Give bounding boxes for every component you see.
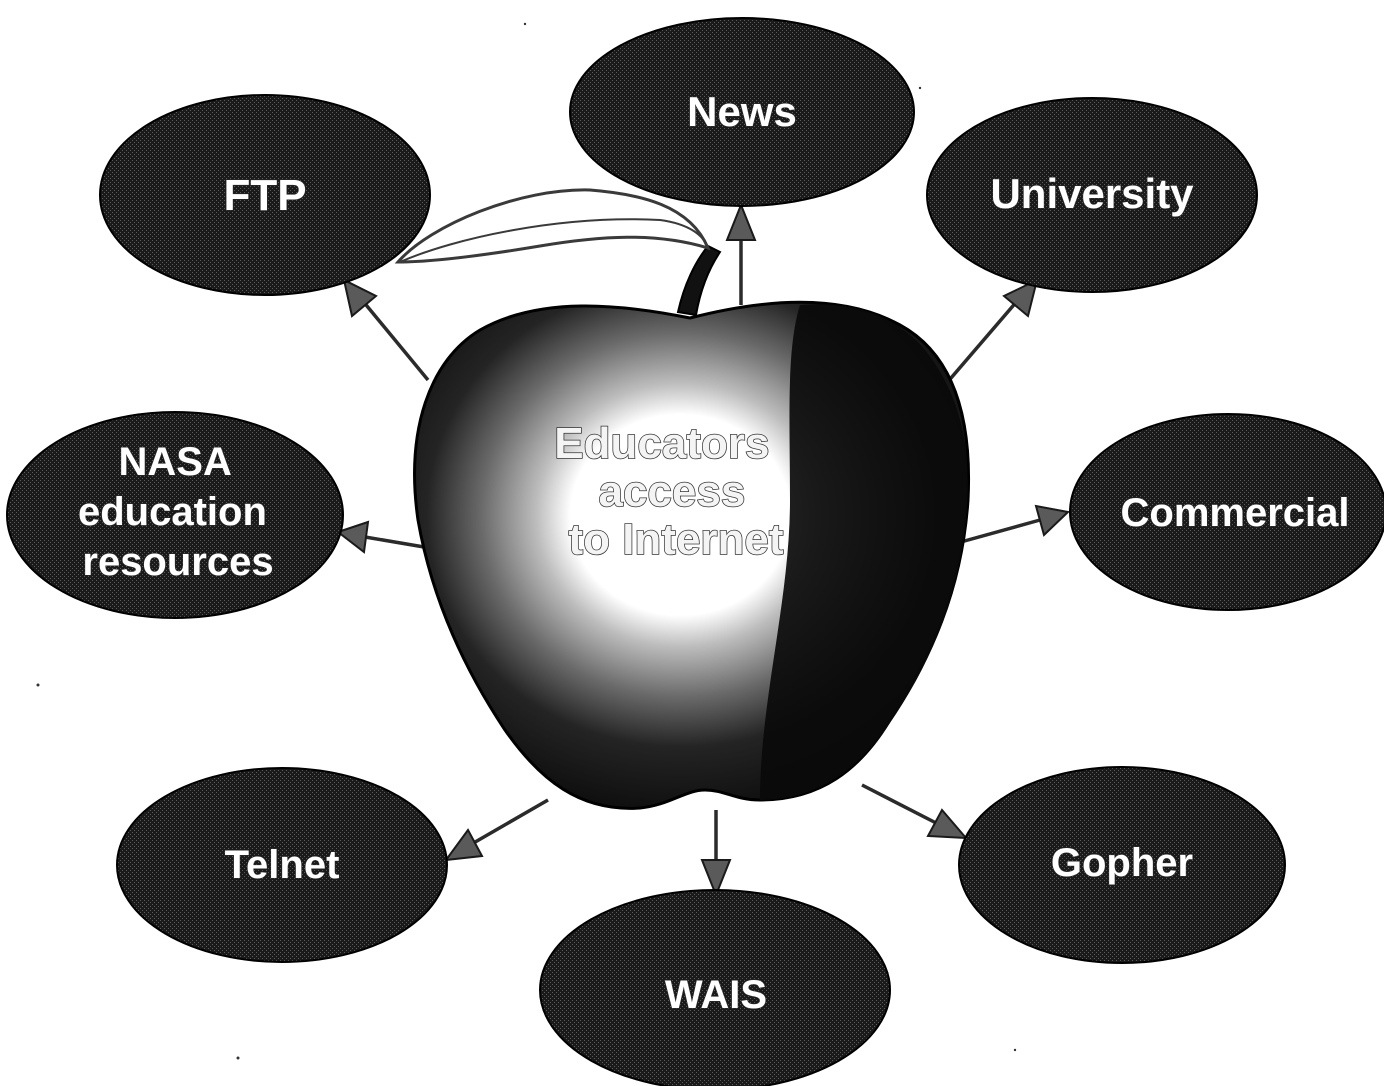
node-commercial: Commercial [1069, 413, 1384, 611]
center-label-line-3: to Internet [568, 515, 783, 564]
arrow-head-ftp [342, 278, 378, 318]
arrow-ftp [360, 298, 430, 382]
arrow-head-wais [700, 859, 732, 898]
node-telnet-label: Telnet [225, 843, 340, 887]
node-nasa-label-line-3: resources [82, 540, 273, 584]
node-telnet-ellipse [116, 767, 448, 963]
node-university: University [926, 97, 1258, 293]
arrow-head-university [1002, 278, 1039, 318]
node-ftp-ellipse [99, 94, 431, 296]
destination-nodes: News FTP University NASA education resou… [6, 17, 1384, 1086]
node-telnet: Telnet [116, 767, 448, 963]
apple-stem [676, 244, 722, 317]
node-university-label: University [990, 170, 1194, 217]
node-gopher-ellipse [958, 766, 1286, 964]
svg-text:WAIS: WAIS [665, 973, 767, 1017]
arrow-nasa [364, 535, 431, 550]
arrow-university [943, 298, 1020, 387]
svg-text:FTP: FTP [223, 171, 306, 220]
svg-text:NASA education: NASA education resources [78, 440, 278, 584]
node-university-ellipse [926, 97, 1258, 293]
node-gopher: Gopher [958, 766, 1286, 964]
node-news-ellipse [569, 17, 915, 207]
svg-text:News: News [687, 88, 797, 135]
node-wais-ellipse [539, 889, 891, 1086]
svg-text:Gopher: Gopher [1051, 841, 1193, 885]
svg-text:Commercial: Commercial [1121, 491, 1350, 535]
node-nasa: NASA education resources [6, 411, 344, 619]
arrow-head-telnet [443, 828, 484, 862]
arrow-telnet [469, 798, 549, 847]
arrow-head-commercial [1034, 504, 1071, 537]
node-wais: WAIS [539, 889, 891, 1086]
arrow-gopher [861, 783, 941, 827]
apple-leaf [394, 188, 711, 264]
arrow-head-nasa [335, 520, 370, 554]
arrow-commercial [949, 518, 1041, 547]
svg-text:Telnet: Telnet [225, 843, 340, 887]
scan-specks [36, 22, 1017, 1060]
svg-text:University: University [990, 170, 1194, 217]
node-gopher-label: Gopher [1051, 841, 1193, 885]
node-nasa-ellipse [6, 411, 344, 619]
node-nasa-label-line-2: education [78, 490, 267, 534]
center-label: Educators access to Internet [554, 419, 784, 564]
apple-center-node: Educators access to Internet [394, 188, 971, 810]
node-ftp-label: FTP [223, 171, 306, 220]
node-nasa-label-line-1: NASA [119, 440, 231, 484]
arrow-head-news [725, 202, 757, 241]
node-commercial-ellipse [1069, 413, 1384, 611]
node-commercial-label: Commercial [1121, 491, 1350, 535]
node-ftp: FTP [99, 94, 431, 296]
center-label-line-2: access [598, 467, 745, 516]
node-wais-label: WAIS [665, 973, 767, 1017]
center-label-line-1: Educators [554, 419, 769, 468]
arrow-head-gopher [926, 808, 969, 840]
node-news-label: News [687, 88, 797, 135]
node-news: News [569, 17, 915, 207]
connector-arrows [335, 202, 1071, 898]
